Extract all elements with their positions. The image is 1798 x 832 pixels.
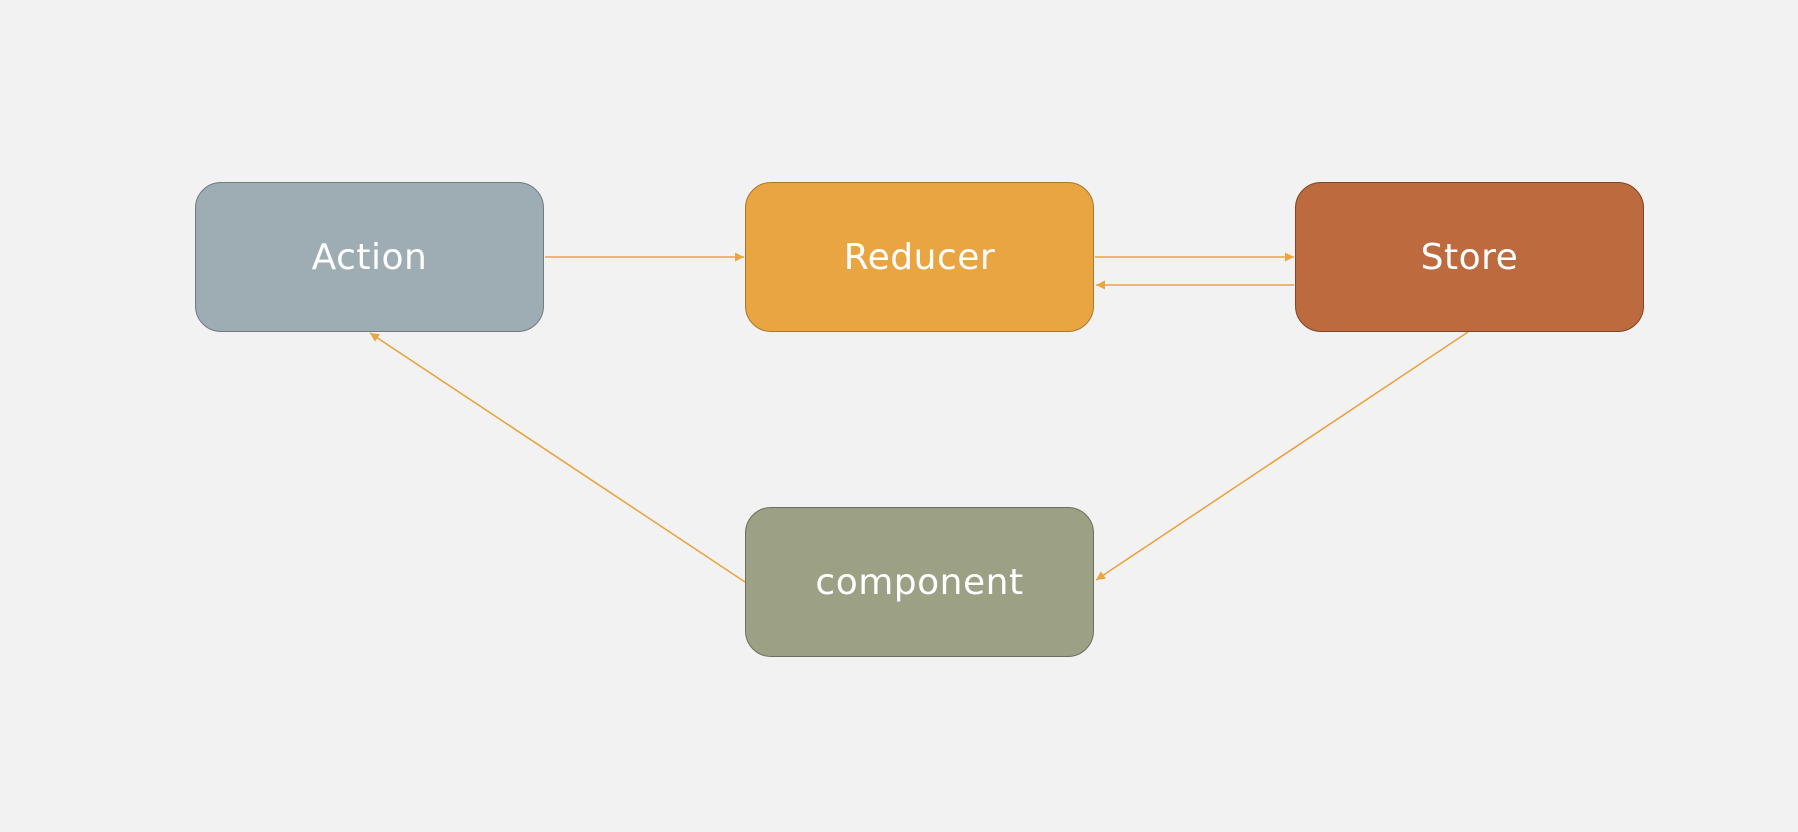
reducer-node-label: Reducer xyxy=(843,236,996,278)
store-node[interactable]: Store xyxy=(1295,182,1644,332)
reducer-node[interactable]: Reducer xyxy=(745,182,1094,332)
store-node-label: Store xyxy=(1420,236,1519,278)
arrow-component-to-action xyxy=(369,332,746,583)
component-node[interactable]: component xyxy=(745,507,1094,657)
action-node[interactable]: Action xyxy=(195,182,544,332)
arrow-store-to-component xyxy=(1095,331,1469,581)
component-node-label: component xyxy=(815,561,1024,603)
action-node-label: Action xyxy=(311,236,428,278)
